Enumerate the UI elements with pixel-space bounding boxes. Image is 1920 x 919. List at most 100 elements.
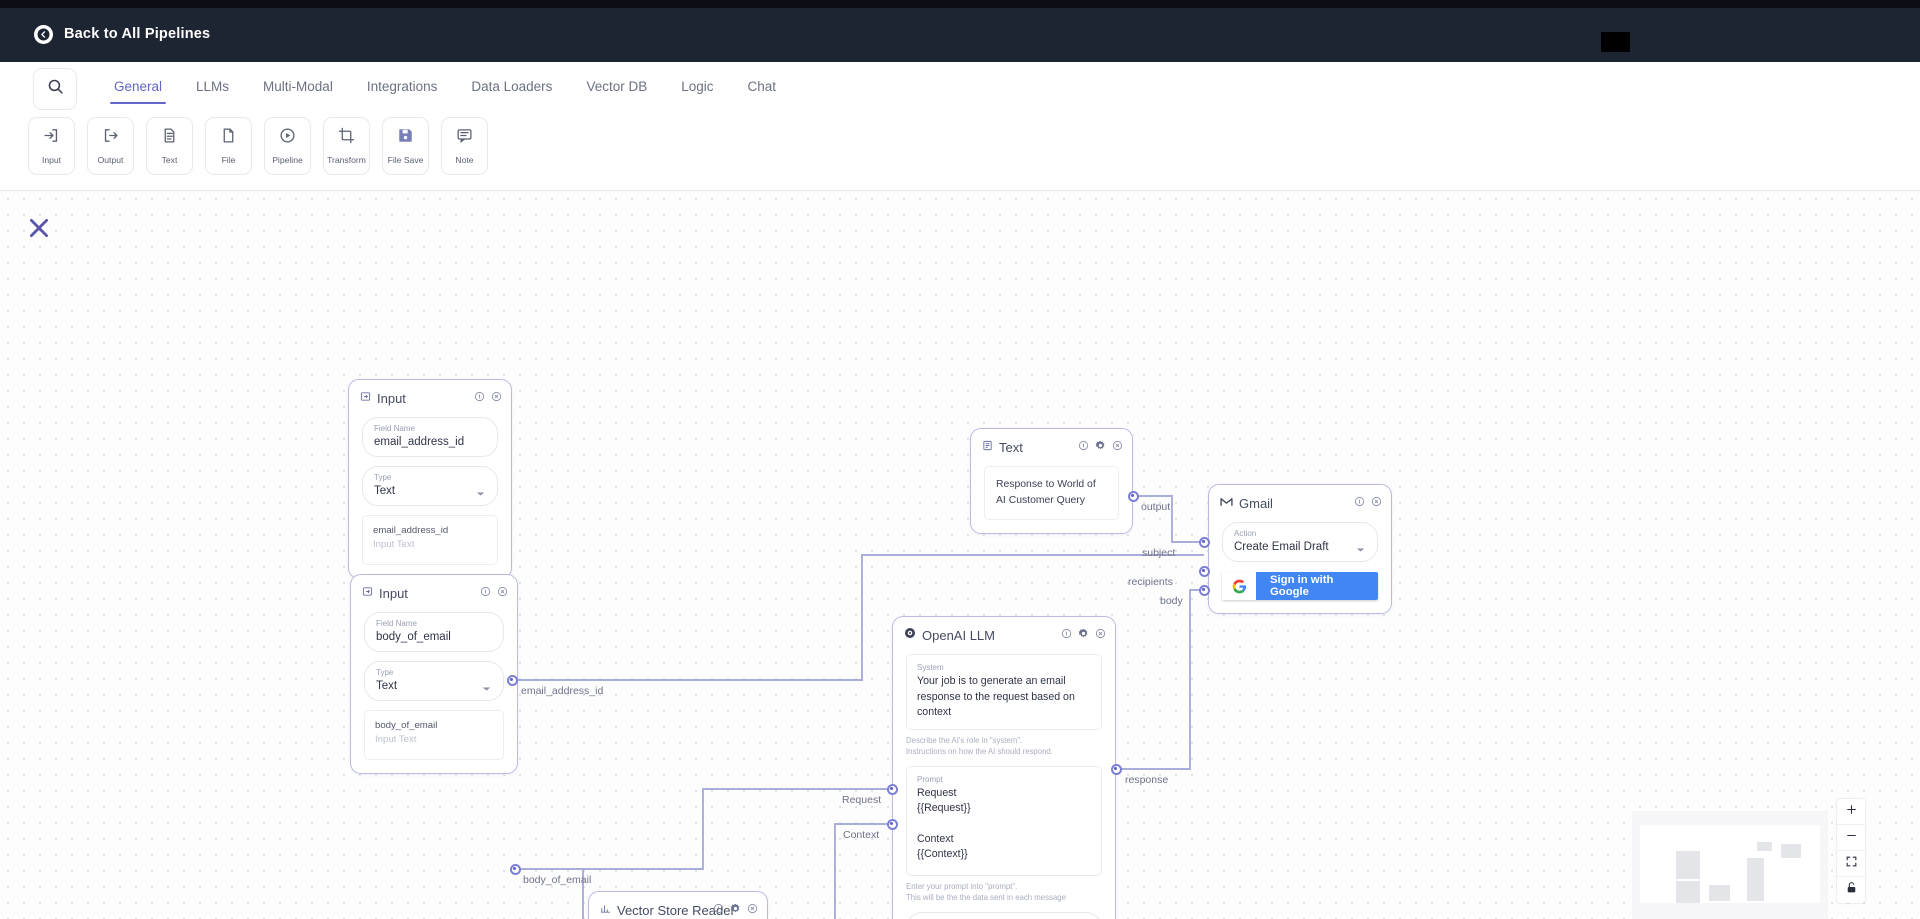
info-icon[interactable] xyxy=(480,584,491,602)
info-icon[interactable] xyxy=(474,389,485,407)
tab-chat[interactable]: Chat xyxy=(748,75,777,104)
field-name-input[interactable]: Field Name email_address_id xyxy=(362,417,498,457)
node-body: System Your job is to generate an email … xyxy=(893,648,1115,919)
node-openai-llm[interactable]: OpenAI LLM System Your job is to generat… xyxy=(892,616,1116,919)
edge-label-subject: subject xyxy=(1142,547,1176,559)
edge-label-recipients: recipients xyxy=(1128,576,1173,588)
tab-label: LLMs xyxy=(196,78,230,94)
openai-icon xyxy=(904,626,916,644)
gear-icon[interactable] xyxy=(1078,626,1089,644)
pipeline-canvas[interactable]: Input Field Name email_address_id Type T… xyxy=(0,191,1920,919)
minimap-node xyxy=(1676,851,1700,879)
tab-general[interactable]: General xyxy=(109,75,167,104)
zoom-out-button[interactable] xyxy=(1837,825,1865,851)
edge-layer xyxy=(512,495,1204,919)
system-hint-line-1: Describe the AI's role in "system". xyxy=(906,735,1023,745)
node-actions xyxy=(1078,438,1123,456)
field-type-select[interactable]: Type Text xyxy=(362,466,498,506)
gear-icon[interactable] xyxy=(730,901,741,919)
chevron-down-icon xyxy=(476,484,485,502)
field-name-input[interactable]: Field Name body_of_email xyxy=(364,612,504,652)
handle-input-body[interactable] xyxy=(1199,585,1210,596)
edge-label-email-address-id: email_address_id xyxy=(521,685,604,697)
vector-store-icon xyxy=(600,901,611,919)
back-to-all-pipelines-button[interactable]: Back to All Pipelines xyxy=(34,24,210,44)
handle-input-subject[interactable] xyxy=(1199,537,1210,548)
gear-icon[interactable] xyxy=(1095,438,1106,456)
handle-input-context[interactable] xyxy=(887,819,898,830)
fit-view-button[interactable] xyxy=(1837,851,1865,877)
node-vector-store-reader[interactable]: Vector Store Reader Vector Store Vector … xyxy=(588,891,768,919)
palette-item-note[interactable]: Note xyxy=(441,117,488,175)
handle-output-text[interactable] xyxy=(1128,491,1139,502)
tab-logic[interactable]: Logic xyxy=(681,75,713,104)
text-value-box[interactable]: Response to World of AI Customer Query xyxy=(984,466,1119,520)
close-x-icon[interactable] xyxy=(26,215,52,241)
preview-placeholder: Input Text xyxy=(373,539,415,550)
sign-in-with-google-button[interactable]: Sign in with Google xyxy=(1222,572,1378,600)
node-text[interactable]: Text Response to World of AI Customer Qu… xyxy=(970,428,1133,534)
field-type-select[interactable]: Type Text xyxy=(364,661,504,701)
prompt-label: Prompt xyxy=(917,774,943,784)
palette-node-types: Input Output Text File xyxy=(28,117,488,175)
palette-item-pipeline[interactable]: Pipeline xyxy=(264,117,311,175)
palette-item-file[interactable]: File xyxy=(205,117,252,175)
tab-data-loaders[interactable]: Data Loaders xyxy=(471,75,552,104)
palette-item-input[interactable]: Input xyxy=(28,117,75,175)
preview-placeholder: Input Text xyxy=(375,734,417,745)
palette-item-transform[interactable]: Transform xyxy=(323,117,370,175)
palette-item-label: Text xyxy=(161,155,178,165)
close-icon[interactable] xyxy=(1371,494,1382,512)
info-icon[interactable] xyxy=(1078,438,1089,456)
edge-results-to-context xyxy=(834,823,893,919)
close-icon[interactable] xyxy=(747,901,758,919)
file-icon xyxy=(220,127,237,149)
prompt-line-1: Request xyxy=(917,786,957,799)
toggle-interactivity-button[interactable] xyxy=(1837,877,1865,903)
edge-label-output: output xyxy=(1141,501,1171,513)
node-input-body-of-email[interactable]: Input Field Name body_of_email Type Text xyxy=(350,574,518,774)
tab-label: Chat xyxy=(747,78,777,94)
node-input-email-address-id[interactable]: Input Field Name email_address_id Type T… xyxy=(348,379,512,579)
tab-vector-db[interactable]: Vector DB xyxy=(586,75,647,104)
zoom-in-button[interactable] xyxy=(1837,799,1865,825)
info-icon[interactable] xyxy=(713,901,724,919)
field-name-value: email_address_id xyxy=(374,436,465,448)
gmail-action-select[interactable]: Action Create Email Draft xyxy=(1222,522,1378,562)
handle-output-response[interactable] xyxy=(1111,764,1122,775)
model-select[interactable]: Model gpt-3.5-turbo xyxy=(906,911,1102,919)
palette-item-label: Pipeline xyxy=(272,155,303,165)
close-icon[interactable] xyxy=(491,389,502,407)
tab-llms[interactable]: LLMs xyxy=(196,75,229,104)
palette-item-text[interactable]: Text xyxy=(146,117,193,175)
palette-item-output[interactable]: Output xyxy=(87,117,134,175)
minimap-node xyxy=(1676,881,1700,903)
preview-name: body_of_email xyxy=(375,720,438,731)
canvas-controls xyxy=(1837,799,1865,903)
tab-integrations[interactable]: Integrations xyxy=(367,75,438,104)
node-header: Text xyxy=(971,429,1132,460)
tab-multi-modal[interactable]: Multi-Modal xyxy=(263,75,333,104)
edge-response-to-body xyxy=(1117,589,1204,770)
close-icon[interactable] xyxy=(1112,438,1123,456)
handle-output-body-of-email[interactable] xyxy=(510,864,521,875)
close-icon[interactable] xyxy=(1095,626,1106,644)
edge-body-to-query xyxy=(515,868,584,919)
palette-item-file-save[interactable]: File Save xyxy=(382,117,429,175)
node-gmail[interactable]: Gmail Action Create Email Draft Sign in … xyxy=(1208,484,1392,614)
minimap[interactable] xyxy=(1632,811,1828,919)
minimap-node xyxy=(1781,844,1801,858)
close-icon[interactable] xyxy=(497,584,508,602)
action-label: Action xyxy=(1234,529,1257,538)
palette-item-label: Input xyxy=(41,155,62,165)
system-textarea[interactable]: System Your job is to generate an email … xyxy=(906,654,1102,730)
handle-input-request[interactable] xyxy=(887,784,898,795)
handle-input-recipients[interactable] xyxy=(1199,566,1210,577)
handle-output-email-address-id[interactable] xyxy=(507,675,518,686)
info-icon[interactable] xyxy=(1061,626,1072,644)
prompt-textarea[interactable]: Prompt Request {{Request}} Context {{Con… xyxy=(906,765,1102,876)
sign-in-label: Sign in with Google xyxy=(1256,572,1378,600)
zoom-out-icon xyxy=(1845,829,1858,847)
info-icon[interactable] xyxy=(1354,494,1365,512)
search-button[interactable] xyxy=(33,68,77,110)
